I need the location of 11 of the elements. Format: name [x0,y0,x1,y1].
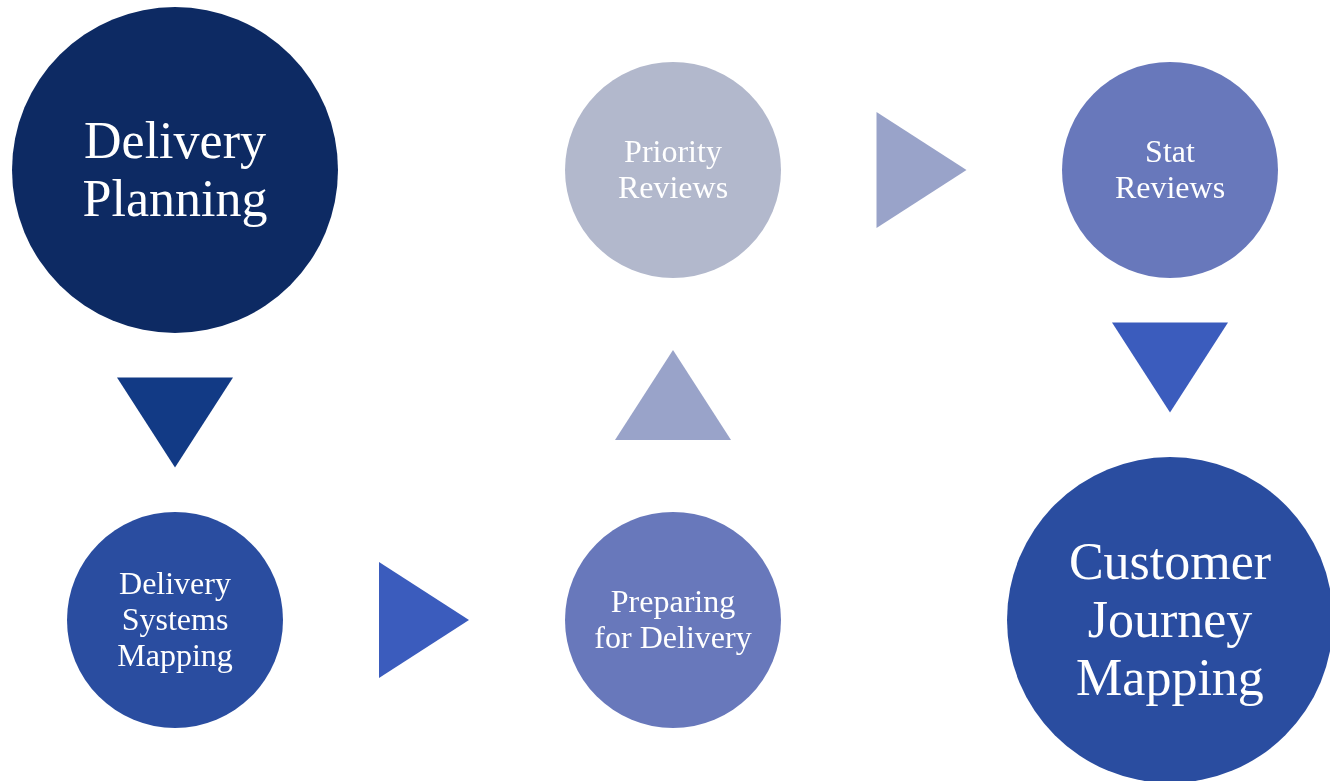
circle-label: Preparing for Delivery [593,584,753,656]
triangle-arrow [615,350,731,440]
triangle-arrow [117,377,233,468]
triangle-arrow [876,112,967,228]
circle-label: Priority Reviews [616,134,730,206]
circle-label: Stat Reviews [1113,134,1227,206]
triangle-arrow [379,562,469,678]
circle-label: Delivery Planning [81,111,269,229]
circle-label: Customer Journey Mapping [1067,532,1273,708]
circle-label: Delivery Systems Mapping [116,566,234,674]
triangle-arrow [1112,322,1228,413]
